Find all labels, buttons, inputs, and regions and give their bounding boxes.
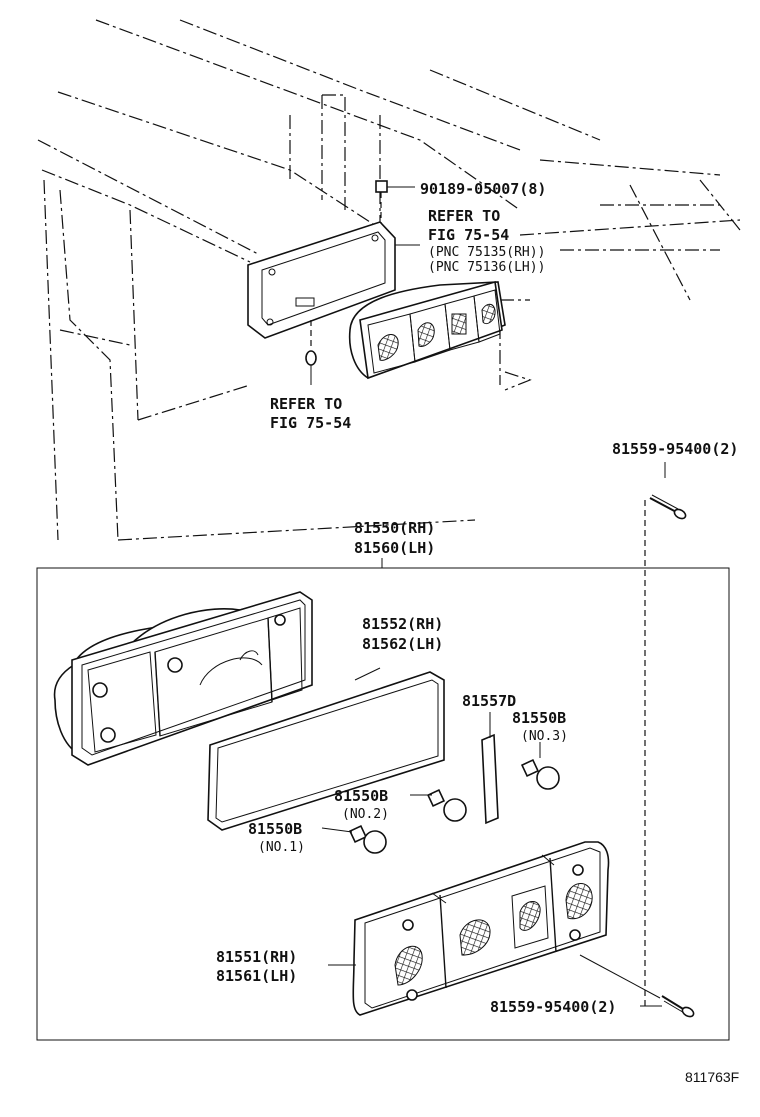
bulb-no2-number-label: (NO.2): [342, 807, 389, 822]
bulb-no1-number-label: (NO.1): [258, 840, 305, 855]
screw-top-label: 81559-95400(2): [612, 440, 738, 458]
vehicle-body-outline: [37, 19, 741, 541]
bulb-no3-number-label: (NO.3): [521, 729, 568, 744]
reflector-icon: [481, 712, 499, 825]
refer-bottom-label-2: FIG 75-54: [270, 414, 351, 432]
assembly-lh-label: 81560(LH): [354, 539, 435, 557]
bulb-no1-icon: [321, 824, 387, 854]
refer-bottom-label-1: REFER TO: [270, 395, 342, 413]
clip-bolt-lower-icon: [305, 320, 317, 385]
bulb-no3-icon: [520, 742, 560, 790]
screw-top-icon: [644, 462, 687, 1010]
pnc-lh-label: (PNC 75136(LH)): [428, 260, 545, 275]
bulb-no2-part-label: 81550B: [334, 787, 388, 805]
bulb-no3-part-label: 81550B: [512, 709, 566, 727]
screw-bottom-icon: [579, 954, 695, 1018]
reflector-label: 81557D: [462, 692, 516, 710]
tail-lamp-installed-icon: [348, 280, 506, 380]
bulb-no1-part-label: 81550B: [248, 820, 302, 838]
gasket-rh-label: 81552(RH): [362, 615, 443, 633]
gasket-lh-label: 81562(LH): [362, 635, 443, 653]
screw-bottom-label: 81559-95400(2): [490, 998, 616, 1016]
figure-id-label: 811763F: [685, 1069, 739, 1085]
bulb-no2-icon: [410, 788, 467, 822]
lamp-housing-icon: [53, 591, 313, 766]
clip-bolt-top-icon: [375, 180, 415, 225]
mounting-bracket-icon: [247, 221, 420, 339]
bolt-top-label: 90189-05007(8): [420, 180, 546, 198]
pnc-rh-label: (PNC 75135(RH)): [428, 245, 545, 260]
lamp-lens-icon: [352, 841, 610, 1016]
refer-top-label-1: REFER TO: [428, 207, 500, 225]
refer-top-label-2: FIG 75-54: [428, 226, 509, 244]
assembly-frame: [36, 567, 730, 1041]
lens-rh-label: 81551(RH): [216, 948, 297, 966]
gasket-icon: [207, 667, 445, 831]
lens-lh-label: 81561(LH): [216, 967, 297, 985]
assembly-rh-label: 81550(RH): [354, 519, 435, 537]
